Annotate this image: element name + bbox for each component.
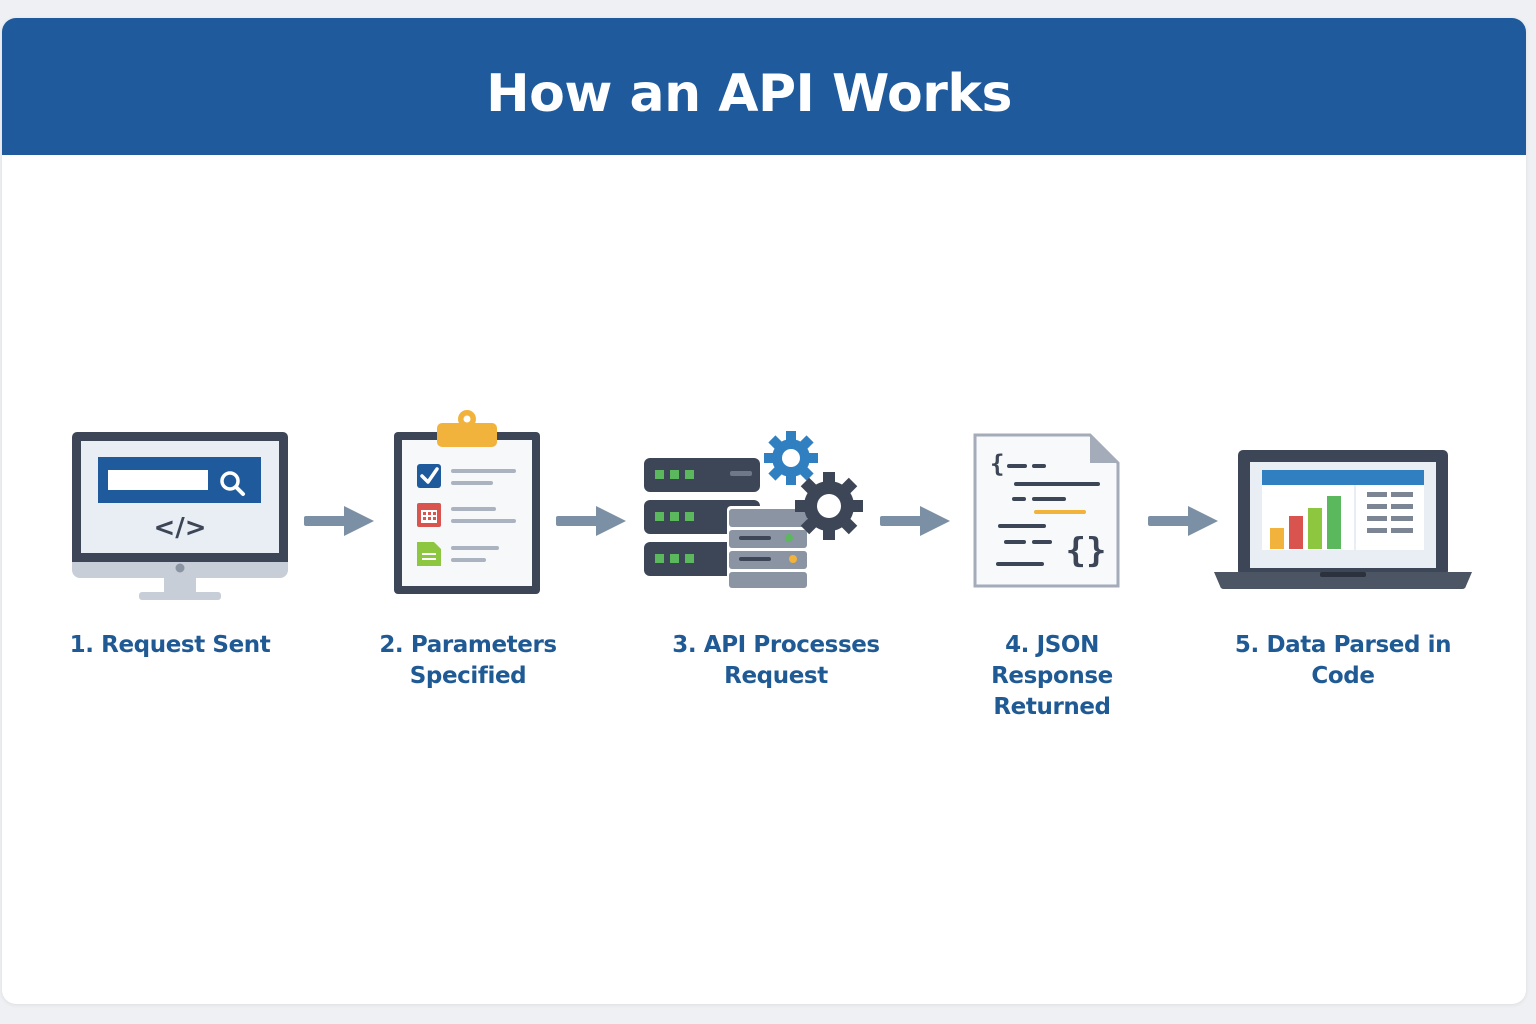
server-gears-icon bbox=[644, 431, 863, 588]
step-2-label: 2. Parameters Specified bbox=[379, 632, 557, 689]
arrow-right-icon bbox=[880, 506, 950, 536]
arrow-right-icon bbox=[1148, 506, 1218, 536]
page-title: How an API Works bbox=[486, 64, 1012, 124]
step-4-label: 4. JSON Response Returned bbox=[991, 632, 1113, 720]
step-5-label: 5. Data Parsed in Code bbox=[1234, 632, 1452, 689]
json-open-brace-text: { bbox=[990, 450, 1004, 478]
header-bar: How an API Works bbox=[2, 18, 1526, 155]
laptop-chart-icon bbox=[1214, 450, 1472, 590]
monitor-code-icon: </> bbox=[72, 432, 288, 600]
arrow-right-icon bbox=[304, 506, 374, 536]
step-3-label: 3. API Processes Request bbox=[672, 632, 880, 689]
json-braces-text: {} bbox=[1066, 531, 1107, 571]
arrow-right-icon bbox=[556, 506, 626, 536]
step-1-label: 1. Request Sent bbox=[69, 632, 271, 658]
clipboard-checklist-icon bbox=[394, 410, 540, 594]
json-document-icon: { {} bbox=[973, 433, 1120, 588]
code-tag-text: </> bbox=[153, 513, 206, 543]
